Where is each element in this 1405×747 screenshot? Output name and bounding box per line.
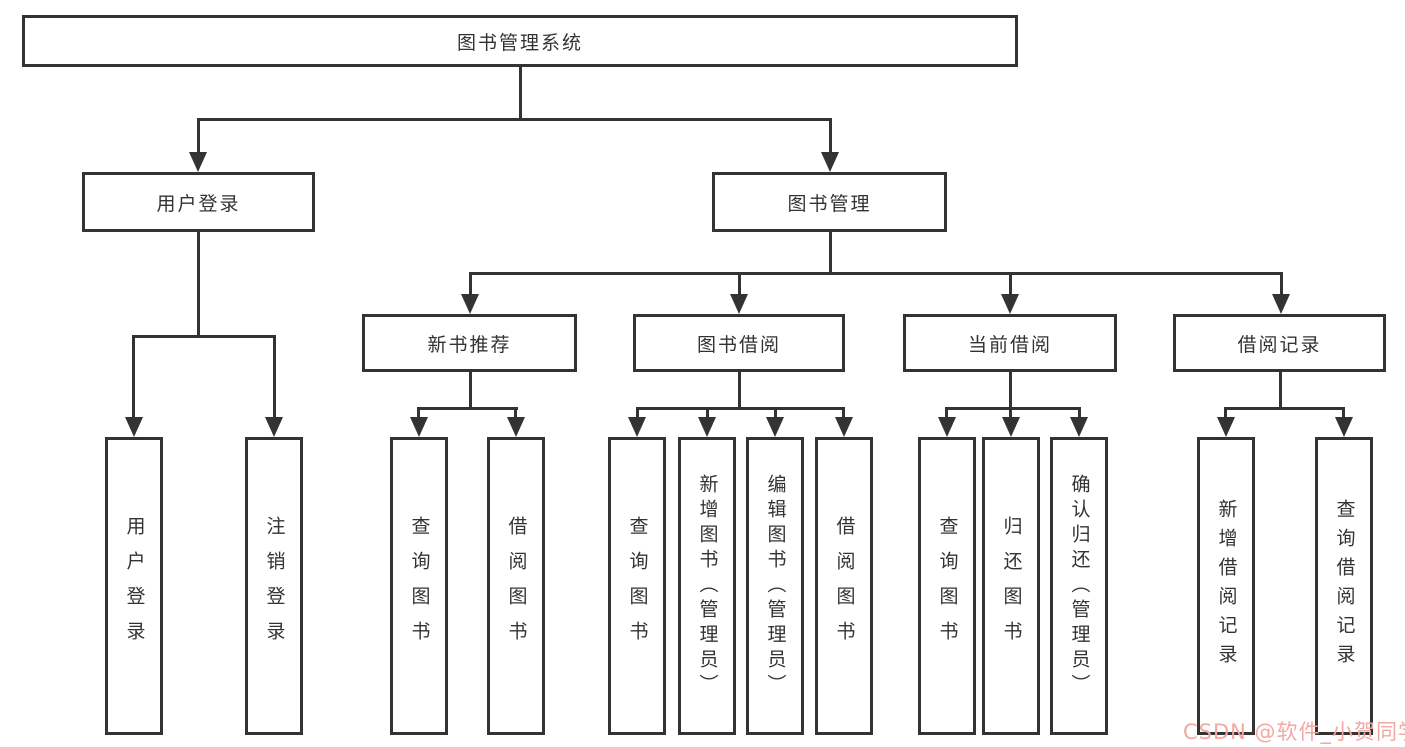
connector-drop	[1224, 410, 1227, 418]
leaf-borrow-book-1-label: 借阅图书	[505, 516, 528, 656]
connector-drop	[706, 410, 709, 418]
arrow-down-icon	[125, 417, 143, 437]
leaf-query-borrow-record-label: 查询借阅记录	[1333, 499, 1356, 673]
arrow-down-icon	[189, 152, 207, 172]
leaf-user-login: 用户登录	[105, 437, 163, 735]
connector-drop-leaf-user-login	[132, 338, 135, 418]
connector-borrow-records-stem	[1279, 372, 1282, 407]
connector-book-management-stem	[829, 232, 832, 272]
leaf-query-book-1-label: 查询图书	[408, 516, 431, 656]
connector-drop	[945, 410, 948, 418]
node-user-login-label: 用户登录	[156, 192, 241, 215]
node-borrow-records-label: 借阅记录	[1237, 333, 1322, 356]
arrow-down-icon	[821, 152, 839, 172]
connector-borrow-records-rail	[1224, 407, 1345, 410]
node-user-login: 用户登录	[82, 172, 315, 232]
connector-level1-rail	[197, 118, 832, 121]
connector-new-book-rail	[417, 407, 518, 410]
leaf-add-book-admin: 新增图书（管理员）	[678, 437, 736, 735]
connector-level2-rail	[469, 272, 1283, 275]
connector-drop-current-borrow	[1009, 275, 1012, 295]
arrow-down-icon	[507, 417, 525, 437]
connector-drop	[774, 410, 777, 418]
connector-drop	[842, 410, 845, 418]
arrow-down-icon	[265, 417, 283, 437]
node-book-management: 图书管理	[712, 172, 947, 232]
leaf-borrow-book-2-label: 借阅图书	[833, 516, 856, 656]
csdn-watermark: CSDN @软件_小贺同学	[1183, 720, 1405, 744]
node-root-label: 图书管理系统	[456, 31, 583, 54]
connector-drop-leaf-logout	[273, 338, 276, 418]
leaf-logout-label: 注销登录	[263, 516, 286, 656]
connector-drop	[417, 410, 420, 418]
arrow-down-icon	[628, 417, 646, 437]
node-root: 图书管理系统	[22, 15, 1018, 67]
connector-current-borrow-stem	[1009, 372, 1012, 407]
arrow-down-icon	[938, 417, 956, 437]
connector-user-login-stem	[197, 232, 200, 335]
connector-drop-book-management	[829, 121, 832, 153]
leaf-borrow-book-1: 借阅图书	[487, 437, 545, 735]
arrow-down-icon	[835, 417, 853, 437]
connector-drop-book-borrow	[738, 275, 741, 295]
leaf-logout: 注销登录	[245, 437, 303, 735]
connector-book-borrow-stem	[738, 372, 741, 407]
leaf-add-book-admin-label: 新增图书（管理员）	[696, 473, 719, 699]
connector-drop	[1078, 410, 1081, 418]
leaf-query-book-3-label: 查询图书	[936, 516, 959, 656]
leaf-query-book-1: 查询图书	[390, 437, 448, 735]
node-new-book-recommend-label: 新书推荐	[427, 333, 512, 356]
leaf-query-borrow-record: 查询借阅记录	[1315, 437, 1373, 735]
connector-user-login-rail	[132, 335, 276, 338]
leaf-borrow-book-2: 借阅图书	[815, 437, 873, 735]
connector-root-stem	[519, 67, 522, 120]
arrow-down-icon	[461, 294, 479, 314]
leaf-return-book-label: 归还图书	[1000, 516, 1023, 656]
leaf-add-borrow-record-label: 新增借阅记录	[1215, 499, 1238, 673]
connector-new-book-stem	[469, 372, 472, 407]
connector-drop	[1342, 410, 1345, 418]
node-book-borrow: 图书借阅	[633, 314, 845, 372]
leaf-edit-book-admin-label: 编辑图书（管理员）	[764, 473, 787, 699]
arrow-down-icon	[1001, 294, 1019, 314]
leaf-query-book-2: 查询图书	[608, 437, 666, 735]
arrow-down-icon	[410, 417, 428, 437]
connector-drop-borrow-records	[1280, 275, 1283, 295]
leaf-return-book: 归还图书	[982, 437, 1040, 735]
arrow-down-icon	[1272, 294, 1290, 314]
arrow-down-icon	[698, 417, 716, 437]
connector-drop	[636, 410, 639, 418]
node-current-borrow: 当前借阅	[903, 314, 1117, 372]
leaf-confirm-return-admin-label: 确认归还（管理员）	[1068, 473, 1091, 699]
arrow-down-icon	[1070, 417, 1088, 437]
node-book-management-label: 图书管理	[787, 192, 872, 215]
leaf-user-login-label: 用户登录	[123, 516, 146, 656]
node-new-book-recommend: 新书推荐	[362, 314, 577, 372]
leaf-add-borrow-record: 新增借阅记录	[1197, 437, 1255, 735]
connector-current-borrow-rail	[945, 407, 1081, 410]
leaf-query-book-3: 查询图书	[918, 437, 976, 735]
connector-drop	[514, 410, 517, 418]
arrow-down-icon	[730, 294, 748, 314]
node-borrow-records: 借阅记录	[1173, 314, 1386, 372]
node-book-borrow-label: 图书借阅	[696, 333, 781, 356]
arrow-down-icon	[766, 417, 784, 437]
leaf-query-book-2-label: 查询图书	[626, 516, 649, 656]
node-current-borrow-label: 当前借阅	[967, 333, 1052, 356]
connector-drop-new-book	[469, 275, 472, 295]
leaf-edit-book-admin: 编辑图书（管理员）	[746, 437, 804, 735]
connector-drop-user-login	[197, 121, 200, 153]
connector-book-borrow-rail	[636, 407, 845, 410]
arrow-down-icon	[1335, 417, 1353, 437]
arrow-down-icon	[1217, 417, 1235, 437]
arrow-down-icon	[1002, 417, 1020, 437]
leaf-confirm-return-admin: 确认归还（管理员）	[1050, 437, 1108, 735]
connector-drop	[1009, 410, 1012, 418]
